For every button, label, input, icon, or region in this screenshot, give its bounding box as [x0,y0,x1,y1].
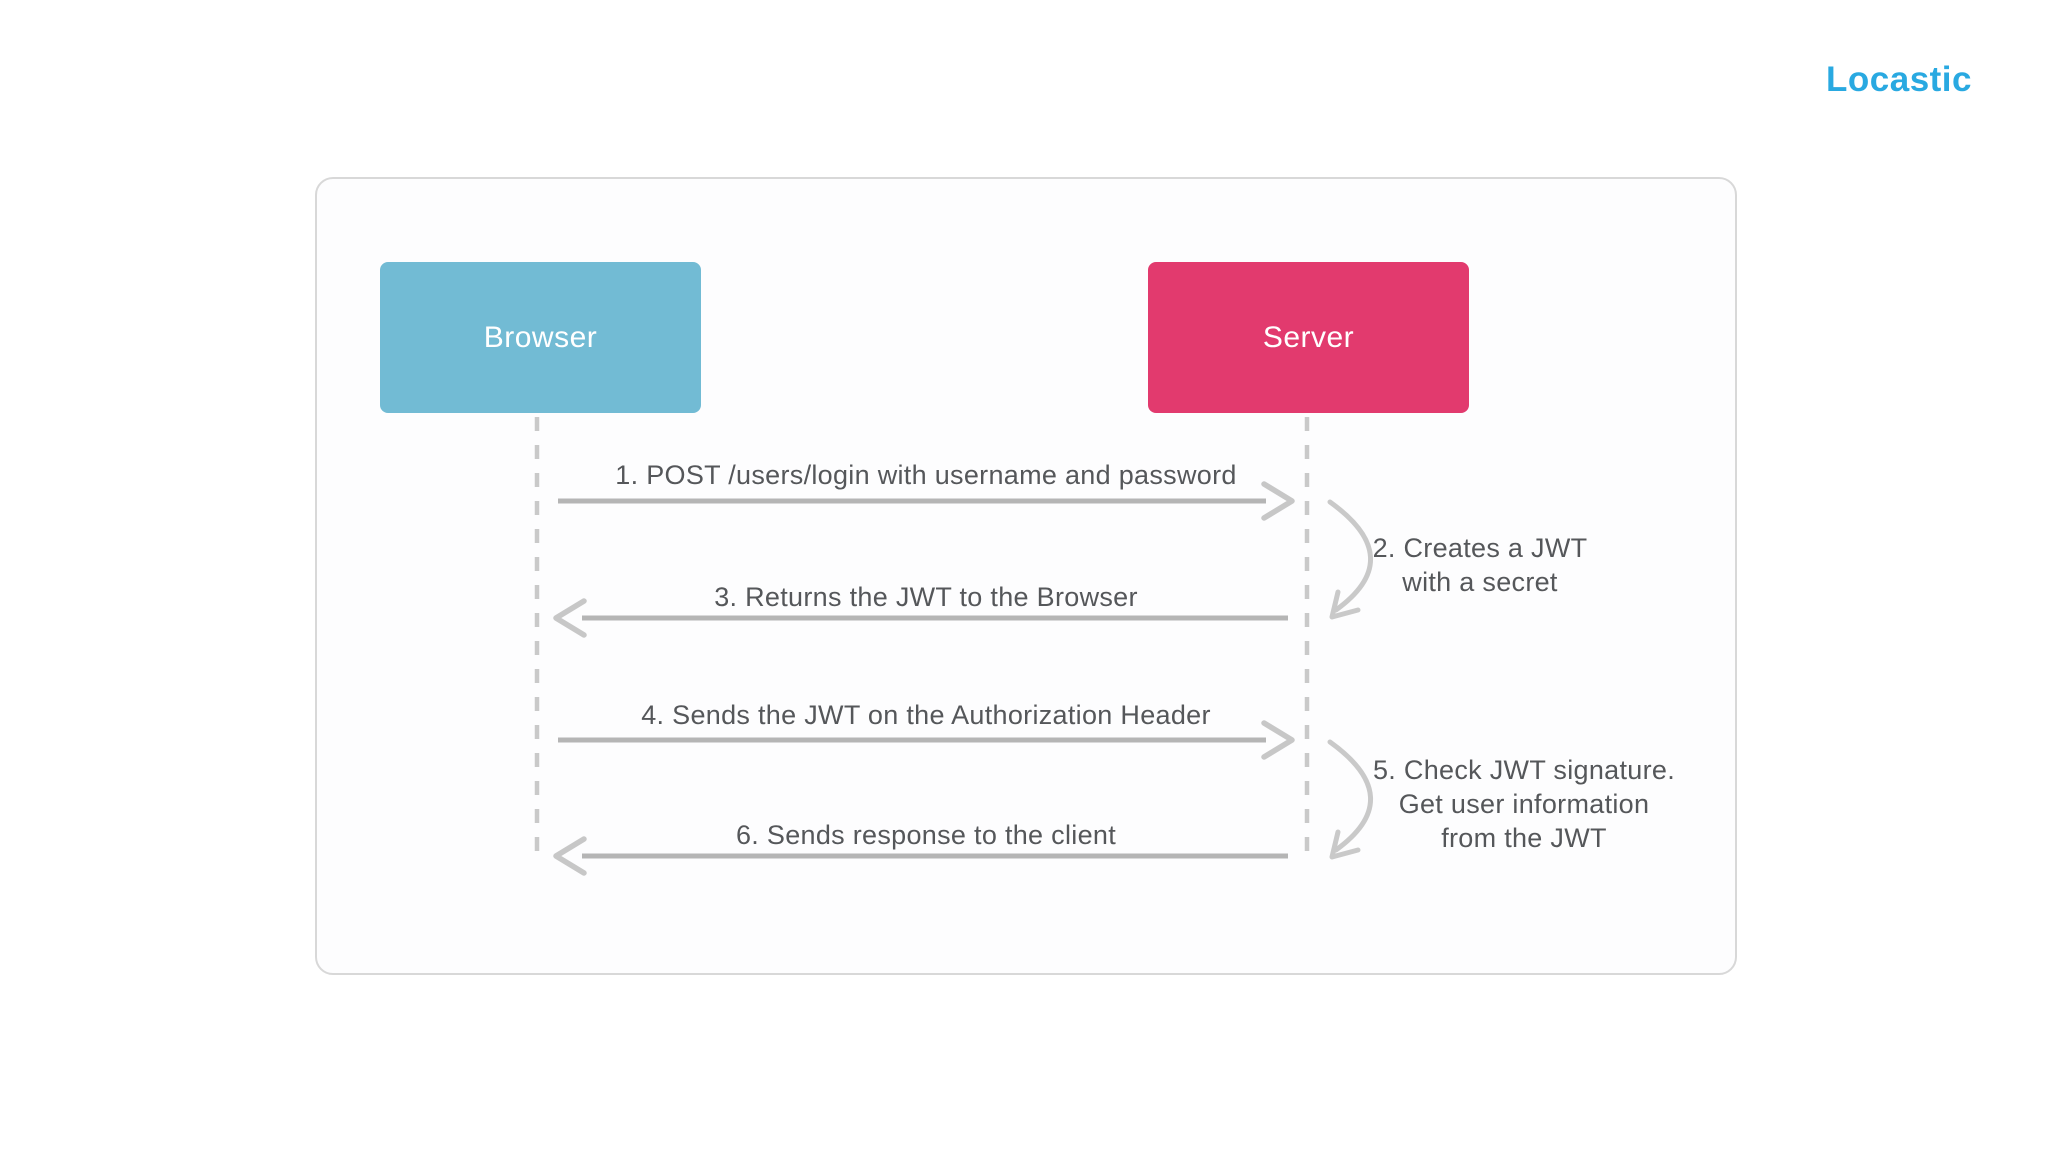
message-label-1: 1. POST /users/login with username and p… [615,460,1237,490]
self-action-5-line-2: Get user information [1398,789,1650,819]
arrowhead-left-icon [553,598,587,638]
message-label-4: 4. Sends the JWT on the Authorization He… [641,700,1211,730]
self-action-2-line-1: 2. Creates a JWT [1372,533,1588,563]
arrowhead-right-icon [1261,481,1295,521]
arrowhead-downleft-icon [1329,589,1361,620]
self-loop-step-5 [1327,739,1374,860]
self-action-5-line-1: 5. Check JWT signature. [1372,755,1675,785]
message-label-3: 3. Returns the JWT to the Browser [714,582,1138,612]
arrow-msg-4 [558,720,1295,760]
locastic-logo: Locastic [1826,60,1972,99]
arrowhead-left-icon [553,836,587,876]
self-action-2-line-2: with a secret [1402,567,1558,597]
self-action-label-5: 5. Check JWT signature. Get user informa… [1359,753,1689,855]
self-action-5-line-3: from the JWT [1441,823,1607,853]
arrow-msg-1 [558,481,1295,521]
actor-box-server: Server [1148,262,1469,413]
arrow-msg-3 [553,598,1288,638]
arrowhead-downleft-icon [1329,829,1361,860]
message-label-6: 6. Sends response to the client [735,820,1117,850]
self-action-label-2: 2. Creates a JWT with a secret [1355,531,1605,599]
actor-box-browser: Browser [380,262,701,413]
self-loop-step-2 [1327,499,1374,620]
arrow-msg-6 [553,836,1288,876]
actor-label-browser: Browser [483,320,598,354]
arrowhead-right-icon [1261,720,1295,760]
actor-label-server: Server [1262,320,1355,354]
